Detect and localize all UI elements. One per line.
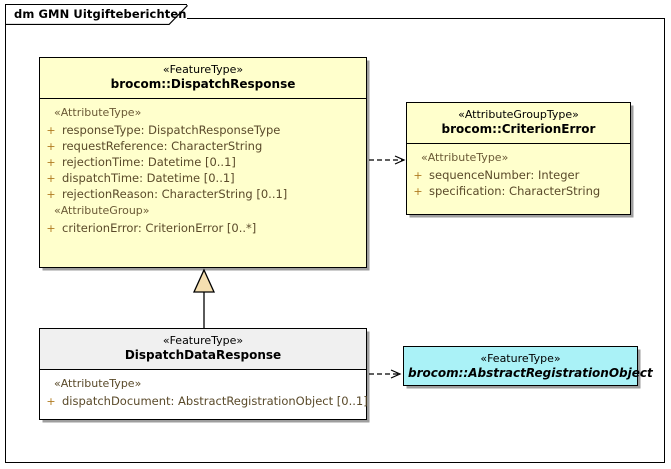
- attribute-row[interactable]: + sequenceNumber: Integer: [407, 167, 630, 183]
- compartment-group-label: «AttributeType»: [54, 377, 142, 390]
- class-name: brocom::CriterionError: [441, 122, 596, 136]
- visibility-marker: +: [46, 395, 56, 408]
- class-body-criterion-error: «AttributeType» + sequenceNumber: Intege…: [407, 144, 630, 204]
- visibility-marker: +: [46, 188, 56, 201]
- class-header-dispatch-data-response: «FeatureType» DispatchDataResponse: [40, 329, 366, 370]
- class-name: brocom::DispatchResponse: [110, 77, 296, 91]
- attribute-row[interactable]: + specification: CharacterString: [407, 183, 630, 199]
- attribute-row[interactable]: + rejectionTime: Datetime [0..1]: [40, 154, 366, 170]
- compartment-group-label: «AttributeType»: [54, 106, 142, 119]
- compartment-group-label: «AttributeGroup»: [54, 204, 150, 217]
- class-name: DispatchDataResponse: [124, 348, 282, 362]
- class-box-criterion-error[interactable]: «AttributeGroupType» brocom::CriterionEr…: [406, 102, 631, 215]
- attribute-row[interactable]: + dispatchDocument: AbstractRegistration…: [40, 393, 368, 409]
- attribute-row[interactable]: + requestReference: CharacterString: [40, 138, 366, 154]
- class-box-dispatch-response[interactable]: «FeatureType» brocom::DispatchResponse «…: [39, 57, 367, 268]
- class-box-abstract-registration-object[interactable]: «FeatureType» brocom::AbstractRegistrati…: [403, 346, 653, 387]
- visibility-marker: +: [46, 172, 56, 185]
- visibility-marker: +: [46, 140, 56, 153]
- attribute-label: sequenceNumber: Integer: [429, 168, 580, 182]
- class-stereotype: «FeatureType»: [162, 63, 244, 76]
- class-stereotype: «FeatureType»: [480, 352, 561, 365]
- attribute-label: specification: CharacterString: [429, 184, 601, 198]
- class-name: brocom::AbstractRegistrationObject: [408, 366, 653, 380]
- attribute-row[interactable]: + criterionError: CriterionError [0..*]: [40, 220, 366, 236]
- attribute-row[interactable]: + rejectionReason: CharacterString [0..1…: [40, 186, 366, 202]
- diagram-title: dm GMN Uitgifteberichten: [14, 7, 187, 21]
- attribute-row[interactable]: + responseType: DispatchResponseType: [40, 122, 366, 138]
- visibility-marker: +: [46, 156, 56, 169]
- attribute-label: rejectionTime: Datetime [0..1]: [62, 155, 236, 169]
- class-header-criterion-error: «AttributeGroupType» brocom::CriterionEr…: [407, 103, 630, 144]
- attribute-row[interactable]: + dispatchTime: Datetime [0..1]: [40, 170, 366, 186]
- attribute-label: criterionError: CriterionError [0..*]: [62, 221, 257, 235]
- visibility-marker: +: [413, 169, 423, 182]
- visibility-marker: +: [46, 222, 56, 235]
- class-header-dispatch-response: «FeatureType» brocom::DispatchResponse: [40, 58, 366, 99]
- attribute-label: responseType: DispatchResponseType: [62, 123, 281, 137]
- attribute-label: dispatchDocument: AbstractRegistrationOb…: [62, 394, 368, 408]
- visibility-marker: +: [413, 185, 423, 198]
- diagram-title-tab[interactable]: dm GMN Uitgifteberichten: [5, 4, 188, 25]
- class-body-dispatch-response: «AttributeType» + responseType: Dispatch…: [40, 99, 366, 241]
- class-box-dispatch-data-response[interactable]: «FeatureType» DispatchDataResponse «Attr…: [39, 328, 368, 420]
- class-stereotype: «AttributeGroupType»: [458, 108, 579, 121]
- compartment-group-label: «AttributeType»: [421, 151, 509, 164]
- visibility-marker: +: [46, 124, 56, 137]
- attribute-label: dispatchTime: Datetime [0..1]: [62, 171, 235, 185]
- class-header-abstract-registration-object: «FeatureType» brocom::AbstractRegistrati…: [404, 347, 653, 387]
- attribute-label: requestReference: CharacterString: [62, 139, 263, 153]
- class-body-dispatch-data-response: «AttributeType» + dispatchDocument: Abst…: [40, 370, 368, 414]
- attribute-label: rejectionReason: CharacterString [0..1]: [62, 187, 288, 201]
- class-stereotype: «FeatureType»: [162, 334, 244, 347]
